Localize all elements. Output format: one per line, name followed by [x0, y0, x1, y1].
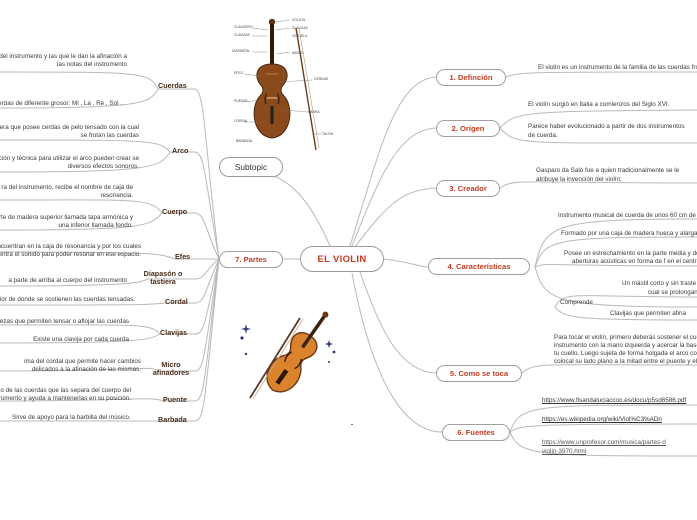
svg-text:BARRA: BARRA	[308, 110, 320, 114]
arco-line-3: osición y técnica para utilizar el arco …	[0, 155, 139, 162]
svg-text:MÁSTIL: MÁSTIL	[292, 51, 304, 55]
branch-creador-label: 3. Creador	[449, 184, 487, 193]
group-diapason[interactable]: Diapasón o tastiera	[143, 269, 183, 286]
svg-text:VOLUTA: VOLUTA	[292, 18, 306, 22]
caracteristica-5: Clavijas que permiten afina	[610, 310, 686, 317]
caracteristica-4b: cual se prolongan c	[648, 289, 697, 296]
svg-text:BARBADA: BARBADA	[236, 139, 253, 143]
micro-afinadores-line-2: delicados a la afinación de las mismas.	[31, 366, 141, 373]
cuerpo-line-1: ra del instrumento, recibe el nombre de …	[1, 184, 133, 191]
branch-partes[interactable]: 7. Partes	[219, 251, 283, 268]
svg-text:CLAVIJAS: CLAVIJAS	[234, 33, 251, 37]
caracteristica-3b: aberturas acústicas en forma de f en el …	[572, 258, 697, 265]
barbada-line-1: Sirve de apoyo para la barbilla del músi…	[12, 414, 131, 421]
cuerdas-line-2: las notas del instrumento	[56, 61, 127, 68]
creador-line-2: atribuye la invención del violín;	[536, 176, 622, 183]
origen-item-3: de cuerda.	[528, 132, 558, 139]
fuente-link-3b[interactable]: violin-3970.html	[542, 448, 587, 455]
cordal-line-1: nferior de donde se sostienen las cuerda…	[0, 296, 135, 303]
branch-como-se-toca-label: 5. Como se toca	[449, 369, 509, 378]
caracteristica-2: Formado por una caja de madera hueca y a…	[561, 230, 697, 237]
cuerdas-line-3: cuerdas de diferente grosor: Mi , La , R…	[0, 100, 122, 107]
puente-line-2: trumento y ayuda a mantenerlas en su pos…	[0, 395, 131, 402]
branch-fuentes[interactable]: 6. Fuentes	[442, 424, 510, 441]
arco-line-4: diversos efectos sonoros.	[67, 163, 139, 170]
como-se-toca-line-3: tu cuello. Luego sujeta de forma holgada…	[554, 350, 697, 357]
central-topic[interactable]: EL VIOLIN	[300, 246, 384, 272]
svg-text:CLAVIJERO: CLAVIJERO	[234, 25, 253, 29]
svg-text:CORDAL: CORDAL	[234, 119, 248, 123]
clavijas-line-2: Existe una clavija por cada cuerda	[33, 336, 129, 343]
clavijas-line-1: piezas que permiten tensar o aflojar las…	[0, 318, 129, 325]
tiny-mark	[351, 424, 353, 425]
group-micro-afinadores[interactable]: Micro afinadores	[152, 360, 190, 377]
caracteristica-4a: Un mástil corto y sin traste	[622, 280, 697, 287]
cuerpo-line-3: rte de madera superior llamada tapa armó…	[0, 214, 133, 221]
branch-fuentes-label: 6. Fuentes	[457, 428, 495, 437]
como-se-toca-line-2: instrumento con la mano izquierda y acer…	[554, 342, 697, 349]
cuerpo-line-4: una inferior llamada fondo.	[58, 222, 133, 229]
como-se-toca-line-4: colocal su lado plano a la mitad entre e…	[554, 358, 697, 365]
branch-partes-label: 7. Partes	[235, 255, 267, 264]
svg-text:CEJUELA: CEJUELA	[292, 34, 308, 38]
central-topic-label: EL VIOLIN	[317, 253, 367, 265]
fuente-link-3a[interactable]: https://www.unprofesor.com/musica/partes…	[542, 439, 666, 446]
branch-caracteristicas[interactable]: 4. Características	[428, 258, 530, 275]
group-efes[interactable]: Efes	[175, 252, 191, 261]
group-barbada[interactable]: Barbada	[158, 415, 187, 424]
efes-line-1: encuentran en la caja de resonancia y po…	[0, 243, 141, 250]
subtopic-node[interactable]: Subtopic	[219, 157, 283, 177]
branch-origen[interactable]: 2. Origen	[436, 120, 500, 137]
definicion-text: El violín es un instrumento de la famili…	[538, 64, 697, 71]
group-puente[interactable]: Puente	[163, 395, 187, 404]
group-cuerpo[interactable]: Cuerpo	[162, 207, 188, 216]
svg-text:DIAPASÓN: DIAPASÓN	[232, 48, 250, 53]
cuerpo-line-2: resonancia.	[100, 192, 133, 199]
fuente-link-1[interactable]: https://www.fisandaluciaccoo.es/docu/p5s…	[542, 397, 687, 404]
diapason-line-1: a parte de arriba al cuerpo del instrume…	[8, 277, 127, 284]
micro-afinadores-line-1: ima del cordal que permite hacer cambios	[24, 358, 141, 365]
origen-item-1: El violín surgió en Italia a comienzos d…	[528, 101, 670, 108]
violin-illustration	[236, 310, 340, 406]
creador-line-1: Gasparo da Saló fue a quien tradicionalm…	[536, 167, 680, 174]
group-cordal[interactable]: Cordal	[165, 297, 188, 306]
branch-definicion-label: 1. Definción	[449, 73, 493, 82]
group-cuerdas[interactable]: Cuerdas	[158, 81, 187, 90]
arco-line-1: madera que posee cerdas de pelo tensado …	[0, 124, 139, 131]
cuerdas-line-1: al del instrumento y las que le dan la a…	[0, 53, 127, 60]
branch-caracteristicas-label: 4. Características	[447, 262, 511, 271]
fuente-link-2[interactable]: https://es.wikipedia.org/wiki/Viol%C3%AD…	[542, 416, 662, 423]
svg-text:EFES: EFES	[234, 71, 244, 75]
violin-anatomy-diagram: VOLUTA CLAVIJAS CLAVIJERO CLAVIJAS CEJUE…	[230, 14, 348, 156]
puente-line-1: bajo de las cuerdas que las separa del c…	[0, 387, 131, 394]
branch-como-se-toca[interactable]: 5. Como se toca	[436, 365, 522, 382]
svg-text:CERDAS: CERDAS	[314, 77, 329, 81]
svg-text:TALÓN: TALÓN	[322, 131, 334, 136]
svg-text:PUENTE: PUENTE	[234, 99, 248, 103]
caracteristica-comprende: Comprende	[560, 299, 593, 306]
arco-line-2: se frotan las cuerdas	[80, 132, 139, 139]
origen-item-2: Parece haber evolucionado a partir de do…	[528, 123, 685, 130]
efes-line-2: entra el sonido para poder resonar en es…	[0, 251, 141, 258]
branch-creador[interactable]: 3. Creador	[436, 180, 500, 197]
caracteristica-1: Instrumento musical de cuerda de unos 60…	[558, 212, 697, 219]
subtopic-label: Subtopic	[234, 162, 268, 172]
group-arco[interactable]: Arco	[172, 146, 189, 155]
caracteristica-3a: Posee un estrechamiento en la parte medi…	[564, 250, 697, 257]
branch-definicion[interactable]: 1. Definción	[436, 69, 506, 86]
group-clavijas[interactable]: Clavijas	[160, 328, 188, 337]
svg-text:CLAVIJAS: CLAVIJAS	[292, 26, 309, 30]
como-se-toca-line-1: Para tocar el violín, primero deberás so…	[554, 334, 697, 341]
branch-origen-label: 2. Origen	[451, 124, 485, 133]
